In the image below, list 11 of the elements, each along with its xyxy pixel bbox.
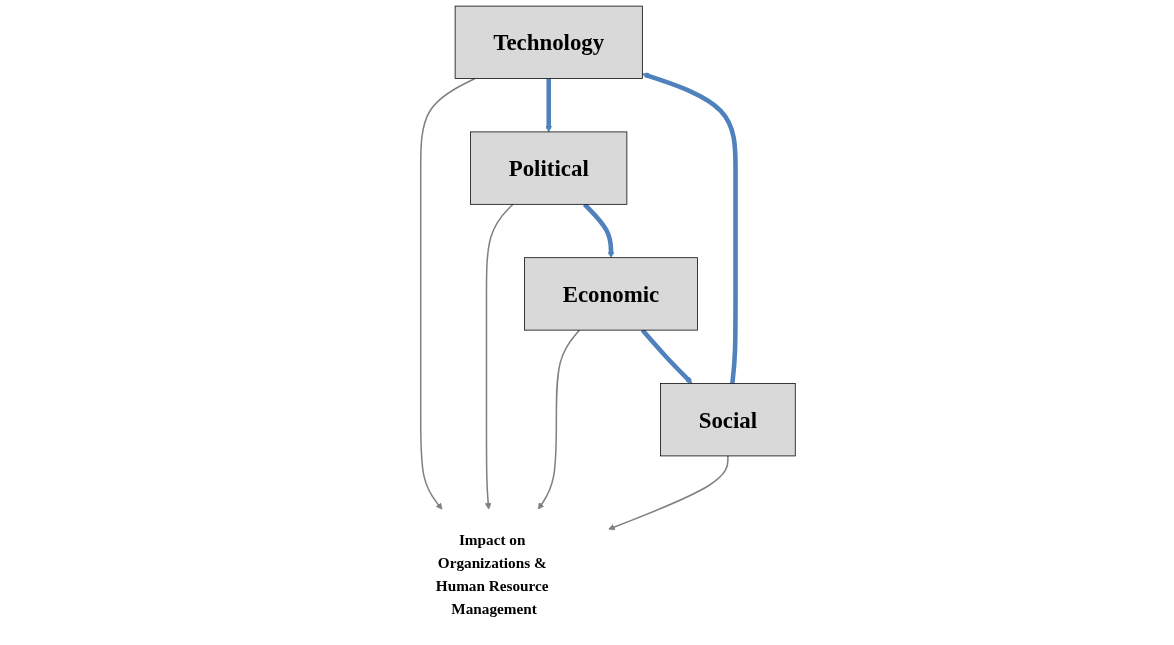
arrow <box>484 203 514 510</box>
node-box: Social <box>659 383 796 457</box>
arrow <box>419 77 476 510</box>
node-box: Economic <box>523 257 698 331</box>
arrow <box>641 72 738 384</box>
arrow <box>607 455 729 531</box>
node-text: Impact on Organizations & Human Resource Management <box>435 531 549 617</box>
arrow <box>544 78 552 133</box>
node-box: Political <box>469 131 627 205</box>
arrow <box>537 329 580 510</box>
node-box: Technology <box>454 5 643 79</box>
